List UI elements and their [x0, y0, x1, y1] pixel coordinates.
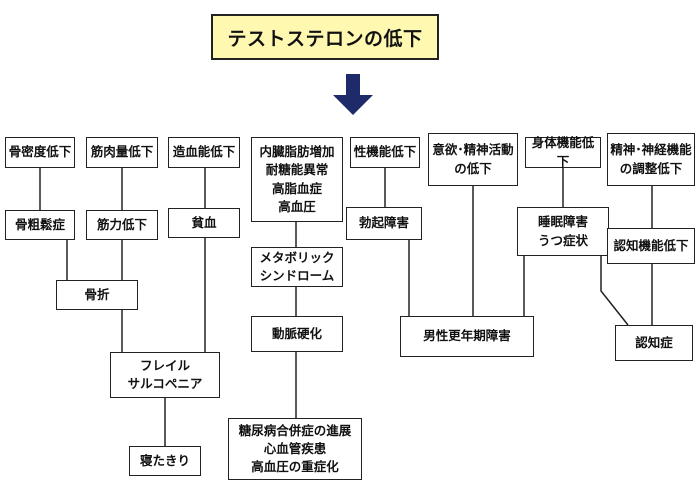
node-sexual-function: 性機能低下: [350, 137, 420, 168]
node-label: 骨密度低下: [8, 144, 72, 160]
node-label: 性機能低下: [353, 144, 417, 160]
node-label: 精神･神経機能 の調整低下: [610, 142, 692, 176]
node-label: 勃起障害: [358, 215, 409, 231]
node-osteoporosis: 骨粗鬆症: [5, 210, 75, 240]
node-muscle-mass: 筋肉量低下: [86, 137, 158, 168]
node-frailty: フレイル サルコペニア: [110, 352, 220, 398]
node-metabolic-syndrome: メタボリック シンドローム: [251, 247, 343, 287]
node-erectile-dysfunction: 勃起障害: [346, 207, 422, 240]
node-label: 筋肉量低下: [90, 144, 154, 160]
node-complications: 糖尿病合併症の進展 心血管疾患 高血圧の重症化: [228, 418, 362, 480]
node-male-menopause: 男性更年期障害: [400, 316, 534, 357]
node-label: 造血能低下: [172, 144, 236, 160]
node-arteriosclerosis: 動脈硬化: [251, 316, 343, 352]
node-label: 貧血: [191, 214, 217, 230]
node-motivation: 意欲･精神活動 の低下: [428, 133, 518, 186]
node-fracture: 骨折: [56, 280, 138, 310]
node-label: 男性更年期障害: [423, 328, 511, 344]
node-label: 身体機能低下: [531, 135, 595, 169]
node-dementia: 認知症: [615, 325, 693, 361]
node-bone-density: 骨密度低下: [5, 137, 75, 168]
node-anemia: 貧血: [168, 208, 240, 238]
node-sleep-depression: 睡眠障害 うつ症状: [517, 207, 609, 256]
down-arrow-head-icon: [333, 95, 373, 115]
node-label: メタボリック シンドローム: [259, 249, 335, 283]
connector-line: [600, 256, 629, 326]
title-text: テストステロンの低下: [227, 27, 423, 50]
node-label: フレイル サルコペニア: [127, 357, 203, 391]
title-box: テストステロンの低下: [211, 14, 439, 60]
node-cognitive-decline: 認知機能低下: [607, 228, 695, 264]
node-bedridden: 寝たきり: [129, 446, 201, 476]
node-label: 睡眠障害 うつ症状: [537, 214, 588, 248]
node-label: 動脈硬化: [271, 325, 322, 341]
node-muscle-weakness: 筋力低下: [86, 210, 158, 240]
node-label: 糖尿病合併症の進展 心血管疾患 高血圧の重症化: [238, 422, 352, 475]
node-label: 認知症: [635, 334, 673, 350]
down-arrow-icon: [346, 74, 360, 96]
node-label: 寝たきり: [139, 452, 190, 468]
node-neuro-regulation: 精神･神経機能 の調整低下: [607, 133, 695, 186]
node-label: 認知機能低下: [613, 237, 689, 253]
node-metabolic-factors: 内臓脂肪増加 耐糖能異常 高脂血症 高血圧: [251, 137, 343, 222]
node-label: 骨折: [84, 286, 110, 302]
node-label: 骨粗鬆症: [14, 216, 65, 232]
node-hematopoiesis: 造血能低下: [168, 137, 240, 168]
node-label: 内臓脂肪増加 耐糖能異常 高脂血症 高血圧: [259, 144, 335, 214]
node-label: 意欲･精神活動 の低下: [432, 142, 514, 176]
node-label: 筋力低下: [96, 216, 147, 232]
node-physical-function: 身体機能低下: [525, 135, 601, 169]
